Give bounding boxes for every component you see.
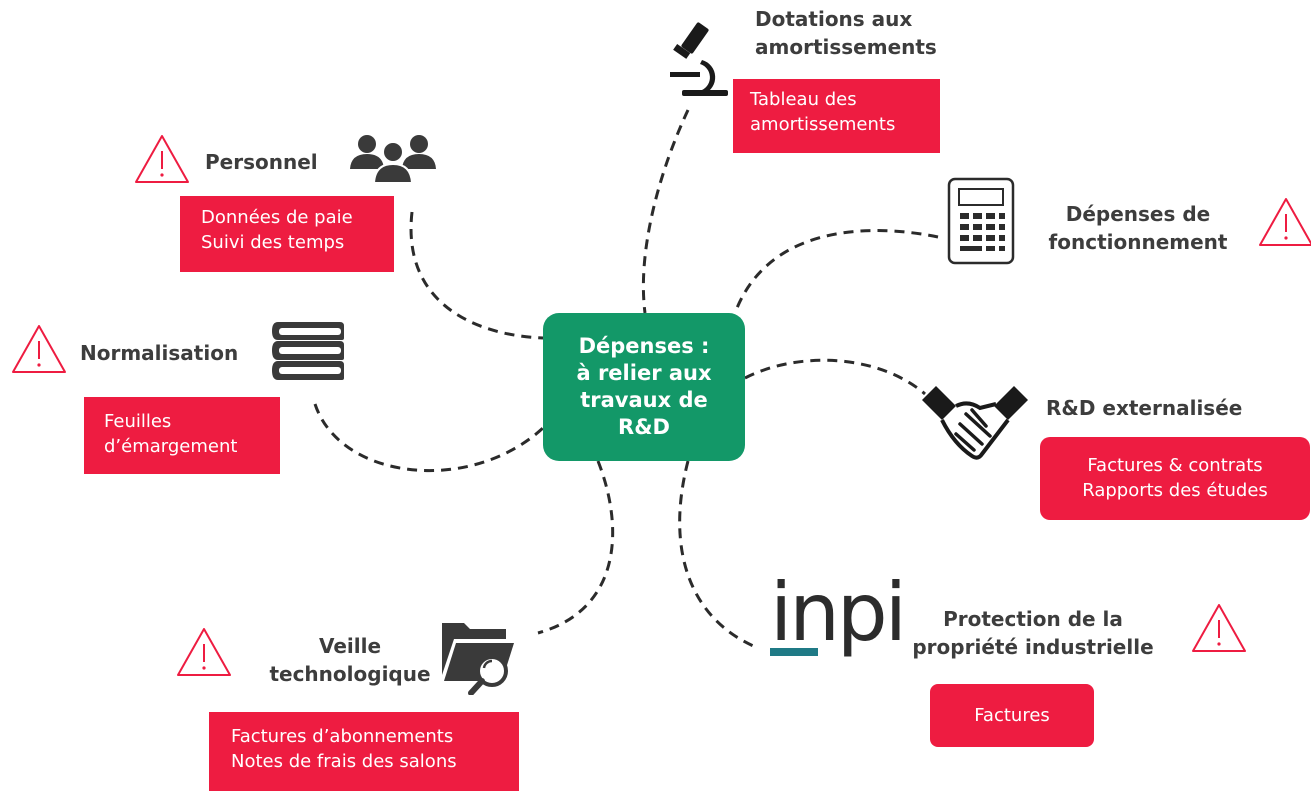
normalisation-item: Feuilles bbox=[104, 411, 172, 432]
center-line-2: à relier aux bbox=[576, 361, 712, 385]
protection-box: Factures bbox=[930, 684, 1094, 747]
veille-box: Factures d’abonnements Notes de frais de… bbox=[209, 712, 519, 791]
center-line-1: Dépenses : bbox=[578, 334, 710, 358]
fonctionnement-title: Dépenses de fonctionnement bbox=[1038, 200, 1238, 256]
warning-icon bbox=[1190, 602, 1248, 654]
normalisation-box: Feuilles d’émargement bbox=[84, 397, 280, 474]
externalisee-item: Rapports des études bbox=[1082, 480, 1268, 501]
protection-title-line: Protection de la bbox=[943, 607, 1123, 631]
warning-icon bbox=[1257, 196, 1311, 248]
externalisee-item: Factures & contrats bbox=[1087, 455, 1263, 476]
veille-item: Notes de frais des salons bbox=[231, 751, 457, 772]
veille-title: Veille technologique bbox=[255, 632, 445, 688]
dotations-title-line: amortissements bbox=[755, 35, 937, 59]
personnel-box: Données de paie Suivi des temps bbox=[180, 196, 394, 272]
protection-item: Factures bbox=[974, 705, 1050, 726]
warning-icon bbox=[10, 323, 68, 375]
dotations-box: Tableau des amortissements bbox=[733, 79, 940, 153]
inpi-logo-text: inpi bbox=[770, 566, 907, 659]
connector-fonctionnement bbox=[733, 229, 939, 314]
connector-externalisee bbox=[744, 358, 926, 396]
externalisee-box: Factures & contrats Rapports des études bbox=[1040, 437, 1310, 520]
center-line-4: R&D bbox=[618, 415, 670, 439]
connector-protection bbox=[678, 460, 759, 650]
books-icon bbox=[270, 320, 346, 382]
connector-veille bbox=[537, 460, 615, 635]
people-icon bbox=[350, 133, 436, 185]
externalisee-title: R&D externalisée bbox=[1046, 396, 1243, 420]
veille-title-line: technologique bbox=[269, 662, 431, 686]
warning-icon bbox=[133, 133, 191, 185]
inpi-logo: inpi bbox=[770, 566, 907, 659]
center-line-3: travaux de bbox=[580, 388, 708, 412]
personnel-item: Suivi des temps bbox=[201, 232, 345, 253]
normalisation-title: Normalisation bbox=[80, 341, 239, 365]
protection-title: Protection de la propriété industrielle bbox=[893, 605, 1173, 661]
dotations-title: Dotations aux amortissements bbox=[755, 5, 937, 61]
calculator-icon bbox=[947, 177, 1015, 265]
protection-title-line: propriété industrielle bbox=[912, 635, 1154, 659]
veille-title-line: Veille bbox=[318, 634, 382, 658]
veille-item: Factures d’abonnements bbox=[231, 726, 454, 747]
dotations-title-line: Dotations aux bbox=[755, 7, 913, 31]
personnel-title: Personnel bbox=[205, 150, 318, 174]
connector-dotations bbox=[641, 109, 690, 314]
folder-search-icon bbox=[440, 615, 516, 695]
fonctionnement-title-line: Dépenses de bbox=[1065, 202, 1211, 226]
microscope-icon bbox=[668, 20, 730, 98]
fonctionnement-title-line: fonctionnement bbox=[1048, 230, 1228, 254]
personnel-item: Données de paie bbox=[201, 207, 353, 228]
center-node: Dépenses : à relier aux travaux de R&D bbox=[543, 313, 745, 461]
dotations-item: Tableau des bbox=[750, 89, 857, 110]
warning-icon bbox=[175, 626, 233, 678]
connector-personnel bbox=[409, 211, 544, 340]
connector-normalisation bbox=[313, 403, 545, 473]
normalisation-item: d’émargement bbox=[104, 436, 238, 457]
handshake-icon bbox=[920, 378, 1030, 464]
inpi-logo-bar bbox=[770, 648, 818, 656]
dotations-item: amortissements bbox=[750, 114, 896, 135]
